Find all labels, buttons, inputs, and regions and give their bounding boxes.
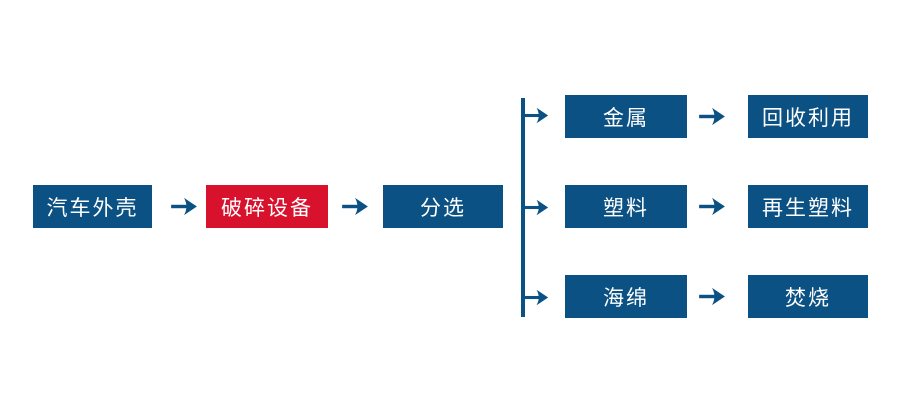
node-plastic: 塑料 <box>565 185 687 228</box>
arrow-right-icon <box>525 106 549 125</box>
node-label: 再生塑料 <box>762 196 854 220</box>
node-label: 汽车外壳 <box>46 196 139 220</box>
arrow-right-icon <box>699 106 726 127</box>
node-label: 塑料 <box>603 196 649 220</box>
node-recycling: 回收利用 <box>748 95 868 138</box>
node-label: 回收利用 <box>762 106 854 130</box>
node-label: 破碎设备 <box>221 196 313 220</box>
node-recycled-plastic: 再生塑料 <box>748 185 868 228</box>
node-label: 分选 <box>420 196 466 220</box>
arrow-right-icon <box>699 286 726 307</box>
node-incineration: 焚烧 <box>748 275 868 318</box>
node-sorting: 分选 <box>383 185 503 228</box>
node-label: 海绵 <box>603 286 649 310</box>
arrow-right-icon <box>699 196 726 217</box>
arrow-right-icon <box>525 288 549 307</box>
node-crushing-equipment: 破碎设备 <box>206 185 328 228</box>
node-label: 焚烧 <box>785 286 831 310</box>
node-metal: 金属 <box>565 95 687 138</box>
node-label: 金属 <box>603 106 649 130</box>
arrow-right-icon <box>525 198 549 217</box>
arrow-right-icon <box>342 196 369 217</box>
node-car-shell: 汽车外壳 <box>33 185 152 228</box>
arrow-right-icon <box>171 196 198 217</box>
branch-connector-line <box>521 98 525 317</box>
node-sponge: 海绵 <box>565 275 687 318</box>
